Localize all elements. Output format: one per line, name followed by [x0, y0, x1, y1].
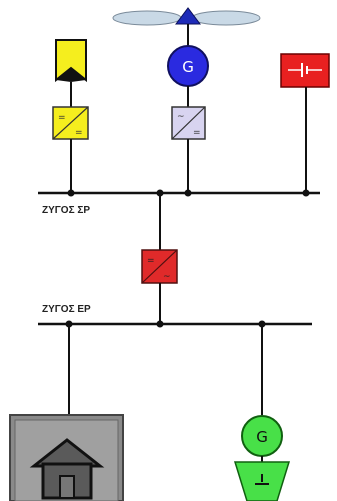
wind-converter-icon: ~ =	[171, 106, 206, 140]
svg-text:=: =	[58, 113, 66, 123]
svg-text:=: =	[147, 256, 155, 266]
wind-turbine: G	[112, 7, 261, 87]
pv-converter-icon: = =	[52, 106, 89, 140]
wind-blade-right	[191, 10, 261, 26]
inverter-icon: = ~	[141, 249, 178, 284]
svg-text:~: ~	[163, 272, 171, 282]
svg-text:=: =	[193, 128, 201, 138]
ac-bus-label: ΖΥΓΟΣ ΕΡ	[42, 304, 91, 315]
house-icon	[29, 438, 105, 500]
svg-text:~: ~	[177, 112, 185, 122]
wind-generator-label: G	[182, 58, 194, 76]
svg-text:=: =	[75, 128, 83, 138]
house-load	[9, 414, 124, 501]
diesel-generator-label: G	[256, 428, 268, 446]
wind-blade-left	[112, 10, 182, 26]
battery	[280, 53, 330, 88]
diesel-generator: G	[233, 415, 291, 501]
dc-bus-label: ΖΥΓΟΣ ΣΡ	[42, 205, 90, 216]
pv-panel	[55, 39, 87, 83]
